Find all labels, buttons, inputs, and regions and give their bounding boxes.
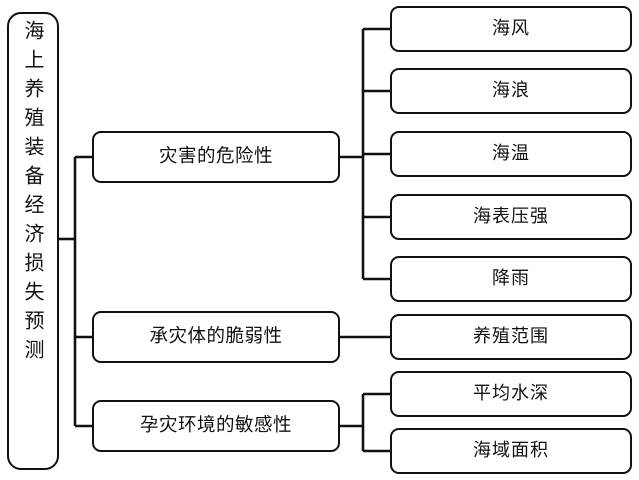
node-hazard-risk[interactable]: 灾害的危险性 [92,131,340,183]
node-sea-wave[interactable]: 海浪 [390,68,632,114]
node-sensitivity-label: 孕灾环境的敏感性 [139,415,292,437]
node-root-label: 海上养殖装备经济损失预测 [21,20,45,368]
node-sensitivity[interactable]: 孕灾环境的敏感性 [92,400,340,452]
node-sea-wind[interactable]: 海风 [390,6,632,52]
node-sea-surface-pressure[interactable]: 海表压强 [390,194,632,240]
node-sea-surface-pressure-label: 海表压强 [473,205,549,227]
node-rainfall[interactable]: 降雨 [390,256,632,302]
node-vulnerability-label: 承灾体的脆弱性 [149,326,283,348]
node-vulnerability[interactable]: 承灾体的脆弱性 [92,311,340,363]
node-sea-area-label: 海域面积 [473,439,549,461]
node-rainfall-label: 降雨 [492,267,530,289]
node-sea-temperature[interactable]: 海温 [390,131,632,177]
node-sea-wind-label: 海风 [492,17,530,39]
node-sea-wave-label: 海浪 [492,79,530,101]
node-root[interactable]: 海上养殖装备经济损失预测 [7,12,59,470]
node-farming-range-label: 养殖范围 [473,325,549,347]
node-sea-area[interactable]: 海域面积 [390,428,632,474]
node-sea-temperature-label: 海温 [492,142,530,164]
node-farming-range[interactable]: 养殖范围 [390,314,632,360]
node-average-water-depth-label: 平均水深 [473,382,549,404]
node-hazard-risk-label: 灾害的危险性 [158,146,273,168]
node-average-water-depth[interactable]: 平均水深 [390,371,632,417]
